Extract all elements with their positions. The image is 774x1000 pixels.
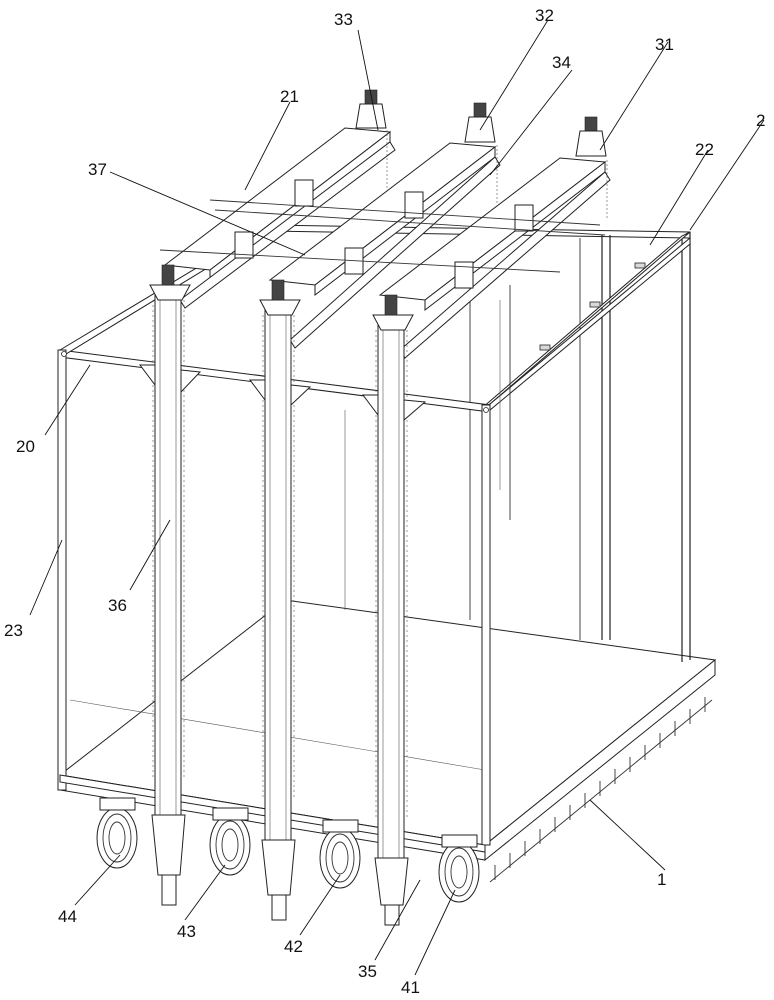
label-44: 44: [58, 907, 77, 926]
label-41: 41: [401, 978, 420, 997]
label-20: 20: [16, 437, 35, 456]
label-37: 37: [88, 160, 107, 179]
label-31: 31: [655, 35, 674, 54]
label-43: 43: [177, 922, 196, 941]
label-34: 34: [552, 53, 571, 72]
label-23: 23: [4, 621, 23, 640]
label-2: 2: [756, 111, 765, 130]
wheel-43: [210, 808, 250, 875]
label-36: 36: [108, 596, 127, 615]
label-22: 22: [695, 140, 714, 159]
label-32: 32: [535, 6, 554, 25]
label-21: 21: [280, 87, 299, 106]
wheel-42: [320, 820, 360, 888]
label-42: 42: [284, 937, 303, 956]
wheel-41: [439, 835, 479, 902]
label-1: 1: [657, 870, 666, 889]
label-33: 33: [334, 10, 353, 29]
label-35: 35: [358, 962, 377, 981]
wheel-44: [97, 798, 137, 868]
